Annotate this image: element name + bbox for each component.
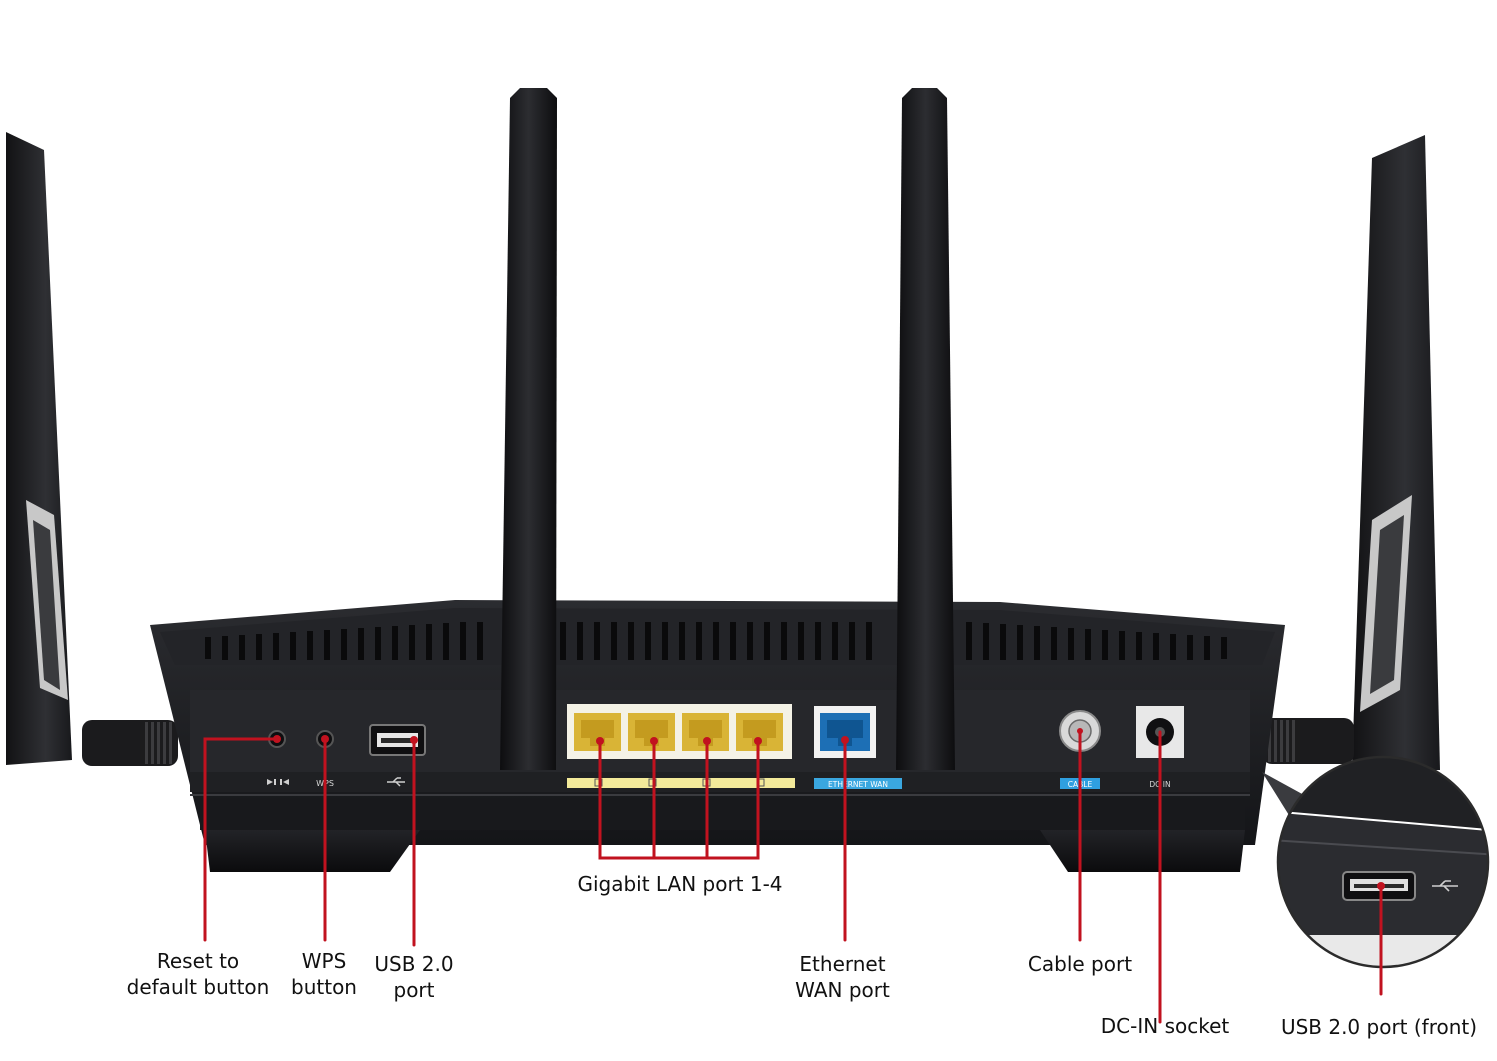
lan-port-1[interactable] bbox=[574, 713, 621, 751]
center-left-antenna bbox=[500, 88, 557, 770]
front-usb-zoom bbox=[1278, 757, 1488, 967]
callout-wps-line-2: button bbox=[291, 975, 357, 999]
reset-icon bbox=[267, 779, 289, 785]
leader-lan bbox=[598, 739, 760, 860]
callout-cable: Cable port bbox=[1010, 951, 1150, 977]
callout-dcin-line-1: DC-IN socket bbox=[1100, 1014, 1230, 1038]
leader-dots bbox=[410, 736, 1385, 890]
callout-usb-rear-line-2: port bbox=[393, 978, 435, 1002]
callout-lan-line-1: Gigabit LAN port 1-4 bbox=[577, 872, 783, 896]
callout-usb-rear-line-1: USB 2.0 bbox=[374, 952, 454, 976]
leader-reset bbox=[203, 737, 279, 942]
leader-lines bbox=[203, 729, 1383, 1024]
callout-reset-line-1: Reset to bbox=[156, 949, 240, 973]
callout-usb-front: USB 2.0 port (front) bbox=[1268, 1014, 1490, 1040]
wan-color-strip bbox=[814, 778, 902, 789]
callout-reset-line-2: default button bbox=[126, 975, 270, 999]
left-side-antenna bbox=[6, 132, 178, 766]
callout-dcin: DC-IN socket bbox=[1085, 1013, 1245, 1039]
left-foot bbox=[205, 830, 420, 872]
callout-usb-front-line-1: USB 2.0 port (front) bbox=[1280, 1015, 1478, 1039]
usb-front-icon bbox=[1432, 880, 1458, 892]
usb-rear-port[interactable] bbox=[369, 724, 426, 756]
callout-wps: WPS button bbox=[274, 948, 374, 1000]
zoom-ring bbox=[1276, 755, 1490, 969]
callout-usb-rear: USB 2.0 port bbox=[362, 951, 466, 1003]
wan-panel-label: ETHERNET WAN bbox=[828, 780, 888, 789]
callout-wps-line-1: WPS bbox=[301, 949, 347, 973]
lan-color-strip bbox=[567, 778, 795, 788]
callout-wan-line-1: Ethernet bbox=[799, 952, 886, 976]
right-side-antenna bbox=[1262, 135, 1440, 770]
center-right-antenna bbox=[896, 88, 955, 770]
callout-reset: Reset to default button bbox=[113, 948, 283, 1000]
callout-lan: Gigabit LAN port 1-4 bbox=[560, 871, 800, 897]
lan-port-2[interactable] bbox=[628, 713, 675, 751]
usb-rear-icon bbox=[387, 777, 405, 787]
callout-wan: Ethernet WAN port bbox=[775, 951, 910, 1003]
right-foot bbox=[1040, 830, 1245, 872]
callout-wan-line-2: WAN port bbox=[795, 978, 890, 1002]
callout-cable-line-1: Cable port bbox=[1027, 952, 1133, 976]
